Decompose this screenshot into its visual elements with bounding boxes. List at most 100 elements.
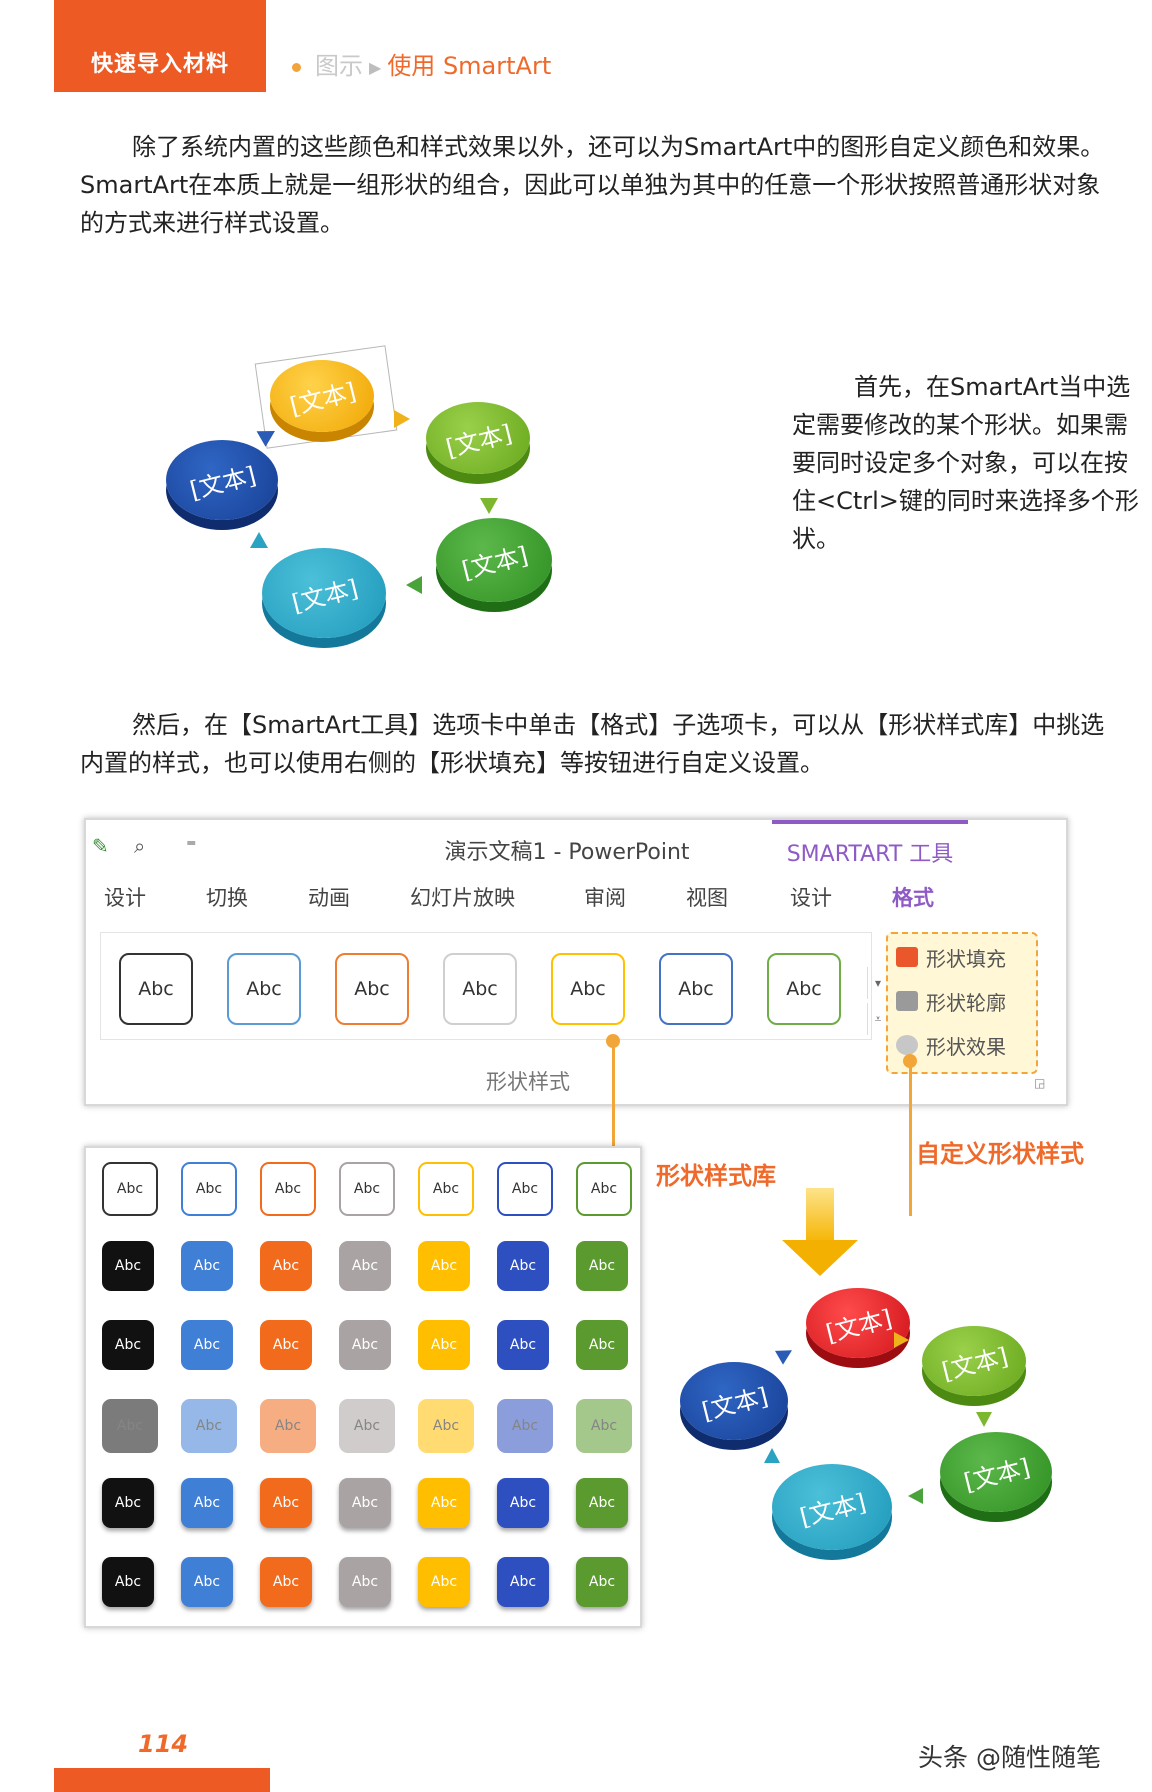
gallery-style-cell[interactable]: Abc — [181, 1557, 233, 1607]
gallery-style-cell[interactable]: Abc — [102, 1162, 158, 1216]
smartart-node[interactable]: [文本] — [262, 548, 386, 638]
style-swatch[interactable]: Abc — [443, 953, 517, 1025]
gallery-style-cell[interactable]: Abc — [418, 1162, 474, 1216]
smartart-node[interactable]: [文本] — [426, 402, 530, 474]
arrow-icon — [894, 1332, 909, 1348]
gallery-style-cell[interactable]: Abc — [339, 1320, 391, 1370]
gallery-style-cell[interactable]: Abc — [418, 1241, 470, 1291]
section-title: 快速导入材料 — [90, 52, 229, 77]
gallery-style-cell[interactable]: Abc — [260, 1399, 316, 1453]
gallery-more[interactable]: ⩡ — [867, 1003, 888, 1035]
gallery-style-cell[interactable]: Abc — [102, 1557, 154, 1607]
gallery-style-cell[interactable]: Abc — [418, 1399, 474, 1453]
style-swatch[interactable]: Abc — [767, 953, 841, 1025]
breadcrumb-item: 图示 — [315, 52, 363, 80]
gallery-style-cell[interactable]: Abc — [339, 1478, 391, 1528]
gallery-style-cell[interactable]: Abc — [497, 1557, 549, 1607]
gallery-style-cell[interactable]: Abc — [497, 1478, 549, 1528]
shape-style-gallery: Abc Abc Abc Abc Abc Abc Abc ▾ ⩡ — [100, 932, 881, 1040]
gallery-style-cell[interactable]: Abc — [576, 1241, 628, 1291]
style-swatch[interactable]: Abc — [227, 953, 301, 1025]
tab-transitions[interactable]: 切换 — [206, 886, 248, 910]
down-arrow-head — [782, 1240, 858, 1276]
breadcrumb-current: 使用 SmartArt — [387, 52, 552, 80]
tab-format[interactable]: 格式 — [892, 886, 934, 910]
paragraph-select-shape: 首先，在SmartArt当中选定需要修改的某个形状。如果需要同时设定多个对象，可… — [792, 373, 1139, 553]
shape-outline-button[interactable]: 形状轮廓 — [896, 982, 1032, 1020]
smartart-node[interactable]: [文本] — [166, 440, 278, 520]
gallery-style-cell[interactable]: Abc — [102, 1241, 154, 1291]
gallery-style-cell[interactable]: Abc — [418, 1320, 470, 1370]
qat-customize[interactable]: ⁼ — [186, 834, 197, 858]
style-swatch[interactable]: Abc — [551, 953, 625, 1025]
gallery-style-cell[interactable]: Abc — [576, 1557, 628, 1607]
tab-view[interactable]: 视图 — [686, 886, 728, 910]
gallery-style-cell[interactable]: Abc — [339, 1162, 395, 1216]
page-number: 114 — [138, 1730, 189, 1758]
smartart-node[interactable]: [文本] — [270, 360, 374, 432]
tab-slideshow[interactable]: 幻灯片放映 — [410, 886, 515, 910]
gallery-style-cell[interactable]: Abc — [260, 1478, 312, 1528]
gallery-style-cell[interactable]: Abc — [260, 1162, 316, 1216]
down-arrow-icon — [806, 1188, 834, 1244]
gallery-style-cell[interactable]: Abc — [576, 1162, 632, 1216]
tab-smartart-design[interactable]: 设计 — [790, 886, 832, 910]
gallery-style-cell[interactable]: Abc — [260, 1557, 312, 1607]
smartart-node[interactable]: [文本] — [806, 1288, 910, 1358]
gallery-style-cell[interactable]: Abc — [576, 1320, 628, 1370]
gallery-style-cell[interactable]: Abc — [181, 1478, 233, 1528]
gallery-style-cell[interactable]: Abc — [497, 1320, 549, 1370]
gallery-style-cell[interactable]: Abc — [181, 1399, 237, 1453]
smartart-node[interactable]: [文本] — [436, 518, 552, 602]
contextual-tab-header: SMARTART 工具 — [772, 820, 968, 882]
smartart-node[interactable]: [文本] — [680, 1362, 788, 1440]
tab-animations[interactable]: 动画 — [308, 886, 350, 910]
footer-bar — [54, 1768, 270, 1792]
gallery-style-cell[interactable]: Abc — [576, 1478, 628, 1528]
tab-design[interactable]: 设计 — [104, 886, 146, 910]
gallery-style-cell[interactable]: Abc — [497, 1399, 553, 1453]
gallery-style-cell[interactable]: Abc — [260, 1241, 312, 1291]
gallery-style-cell[interactable]: Abc — [102, 1478, 154, 1528]
tab-review[interactable]: 审阅 — [584, 886, 626, 910]
callout-custom-label: 自定义形状样式 — [916, 1140, 1084, 1168]
gallery-style-cell[interactable]: Abc — [418, 1478, 470, 1528]
arrow-icon — [775, 1343, 796, 1365]
save-icon[interactable]: ✎ — [92, 834, 109, 858]
paragraph-intro: 除了系统内置的这些颜色和样式效果以外，还可以为SmartArt中的图形自定义颜色… — [80, 133, 1105, 237]
dialog-launcher-icon[interactable]: ◲ — [1034, 1076, 1046, 1090]
shape-fill-button[interactable]: 形状填充 — [896, 938, 1032, 976]
gallery-style-cell[interactable]: Abc — [418, 1557, 470, 1607]
gallery-style-cell[interactable]: Abc — [339, 1557, 391, 1607]
smartart-node[interactable]: [文本] — [922, 1326, 1026, 1396]
gallery-style-cell[interactable]: Abc — [497, 1162, 553, 1216]
style-swatch[interactable]: Abc — [335, 953, 409, 1025]
gallery-style-cell[interactable]: Abc — [181, 1162, 237, 1216]
breadcrumb: 图示▶使用 SmartArt — [292, 46, 551, 81]
gallery-style-cell[interactable]: Abc — [102, 1399, 158, 1453]
powerpoint-ribbon: ✎ ⌕ ⁼ 演示文稿1 - PowerPoint SMARTART 工具 设计 … — [84, 818, 1068, 1106]
arrow-icon — [394, 410, 410, 428]
effects-icon — [896, 1035, 918, 1055]
smartart-figure-selected: [文本] [文本] [文本] [文本] [文本] — [150, 345, 570, 670]
arrow-icon — [976, 1412, 992, 1427]
arrow-icon — [250, 532, 268, 548]
gallery-style-cell[interactable]: Abc — [497, 1241, 549, 1291]
gallery-style-cell[interactable]: Abc — [260, 1320, 312, 1370]
gallery-scroll-down[interactable]: ▾ — [867, 967, 888, 999]
gallery-style-cell[interactable]: Abc — [181, 1320, 233, 1370]
shape-effects-button[interactable]: 形状效果 — [896, 1026, 1032, 1064]
smartart-node[interactable]: [文本] — [772, 1464, 892, 1550]
gallery-style-cell[interactable]: Abc — [181, 1241, 233, 1291]
gallery-style-cell[interactable]: Abc — [339, 1399, 395, 1453]
gallery-style-cell[interactable]: Abc — [102, 1320, 154, 1370]
gallery-style-cell[interactable]: Abc — [576, 1399, 632, 1453]
style-swatch[interactable]: Abc — [119, 953, 193, 1025]
pen-outline-icon — [896, 991, 918, 1011]
arrow-icon — [406, 576, 422, 594]
preview-icon[interactable]: ⌕ — [134, 834, 146, 858]
gallery-style-cell[interactable]: Abc — [339, 1241, 391, 1291]
arrow-icon — [764, 1448, 780, 1463]
smartart-node[interactable]: [文本] — [940, 1432, 1052, 1512]
style-swatch[interactable]: Abc — [659, 953, 733, 1025]
